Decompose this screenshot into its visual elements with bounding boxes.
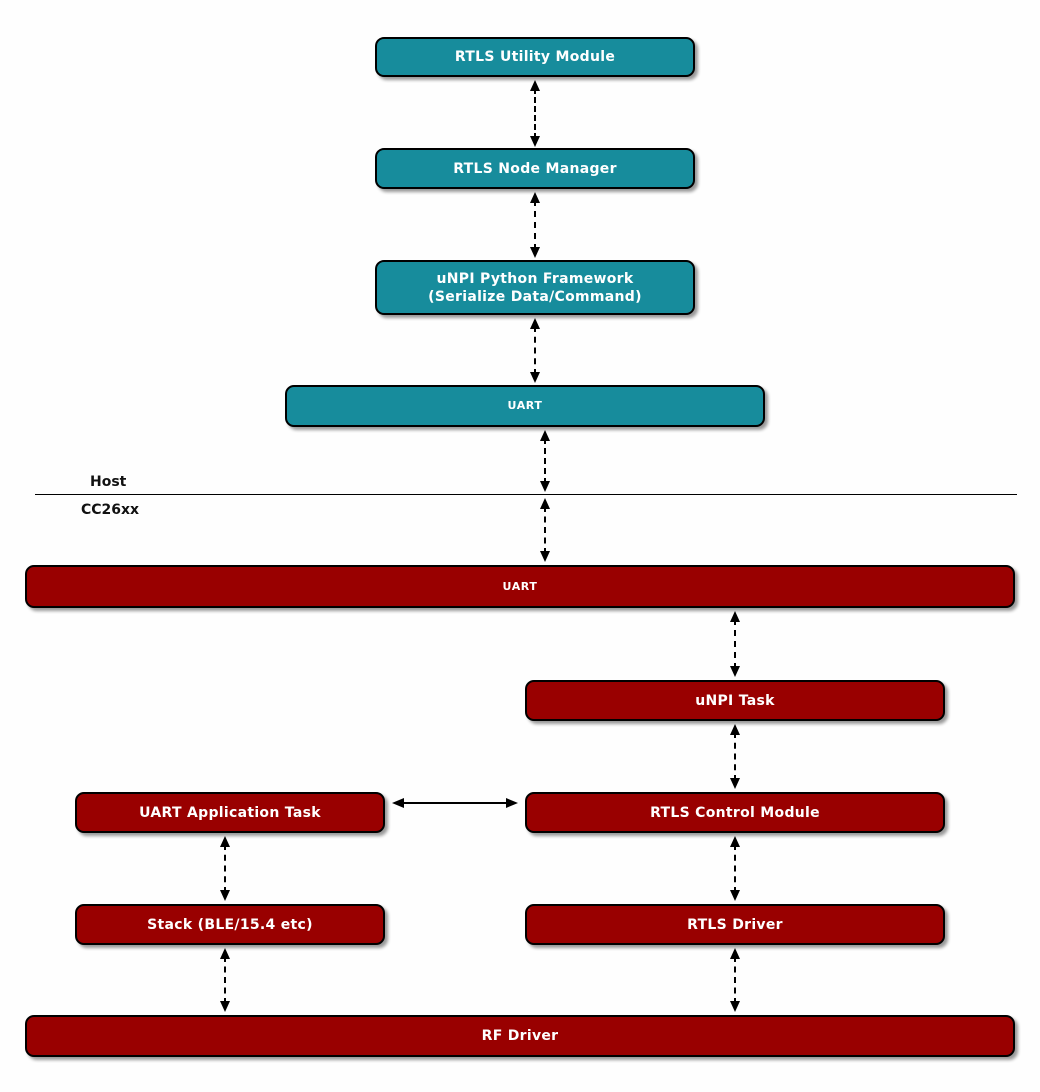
node-rtls-utility-module-label: RTLS Utility Module — [454, 49, 616, 65]
device-partition-label: CC26xx — [81, 502, 140, 518]
node-unpi-task: uNPI Task — [525, 680, 945, 721]
node-rtls-node-manager-label: RTLS Node Manager — [453, 160, 617, 177]
dashed-arrow-nodemanager-to-unpi — [528, 192, 542, 258]
dashed-arrow-uarthost-to-boundary — [538, 430, 552, 492]
node-stack-label: Stack (BLE/15.4 etc) — [147, 916, 313, 933]
node-uart-host-label: UART — [507, 399, 543, 412]
node-rtls-driver-label: RTLS Driver — [687, 916, 783, 933]
dashed-arrow-unpitask-to-rtlscontrol — [728, 724, 742, 789]
node-uart-application-task-label: UART Application Task — [139, 804, 321, 821]
host-partition-label: Host — [90, 474, 127, 490]
node-rtls-driver: RTLS Driver — [525, 904, 945, 945]
arrow-shaft — [734, 619, 736, 669]
arrow-shaft — [400, 802, 510, 804]
arrow-shaft — [544, 438, 546, 484]
dashed-arrow-uartapp-to-stack — [218, 836, 232, 901]
arrow-shaft — [534, 200, 536, 250]
node-rtls-control-module-label: RTLS Control Module — [650, 804, 820, 821]
node-rtls-node-manager: RTLS Node Manager — [375, 148, 695, 189]
dashed-arrow-unpi-to-uarthost — [528, 318, 542, 383]
dashed-arrow-stack-to-rfdriver — [218, 948, 232, 1012]
arrow-shaft — [534, 88, 536, 139]
node-uart-application-task: UART Application Task — [75, 792, 385, 833]
arrow-shaft — [734, 732, 736, 781]
arrow-shaft — [534, 326, 536, 375]
node-uart-device-label: UART — [502, 579, 538, 593]
dashed-arrow-boundary-to-uartdevice — [538, 498, 552, 562]
node-unpi-python-framework-label-line2: (Serialize Data/Command) — [428, 288, 642, 305]
dashed-arrow-rtlscontrol-to-rtlsdriver — [728, 836, 742, 901]
node-unpi-python-framework-label-line1: uNPI Python Framework — [436, 270, 634, 287]
host-device-divider-line — [35, 494, 1017, 495]
node-rtls-utility-module: RTLS Utility Module — [375, 37, 695, 77]
arrow-shaft — [734, 844, 736, 893]
arrow-shaft — [734, 956, 736, 1004]
node-unpi-python-framework: uNPI Python Framework (Serialize Data/Co… — [375, 260, 695, 315]
node-rf-driver-label: RF Driver — [481, 1028, 559, 1044]
node-unpi-task-label: uNPI Task — [695, 692, 775, 709]
solid-arrow-uartapp-rtlscontrol — [392, 795, 518, 811]
node-rtls-control-module: RTLS Control Module — [525, 792, 945, 833]
node-uart-device: UART — [25, 565, 1015, 608]
node-uart-host: UART — [285, 385, 765, 427]
node-rf-driver: RF Driver — [25, 1015, 1015, 1057]
dashed-arrow-rtlsdriver-to-rfdriver — [728, 948, 742, 1012]
arrow-shaft — [224, 956, 226, 1004]
arrow-shaft — [544, 506, 546, 554]
dashed-arrow-uartdevice-to-unpitask — [728, 611, 742, 677]
arrow-shaft — [224, 844, 226, 893]
dashed-arrow-utility-to-nodemanager — [528, 80, 542, 147]
node-stack: Stack (BLE/15.4 etc) — [75, 904, 385, 945]
